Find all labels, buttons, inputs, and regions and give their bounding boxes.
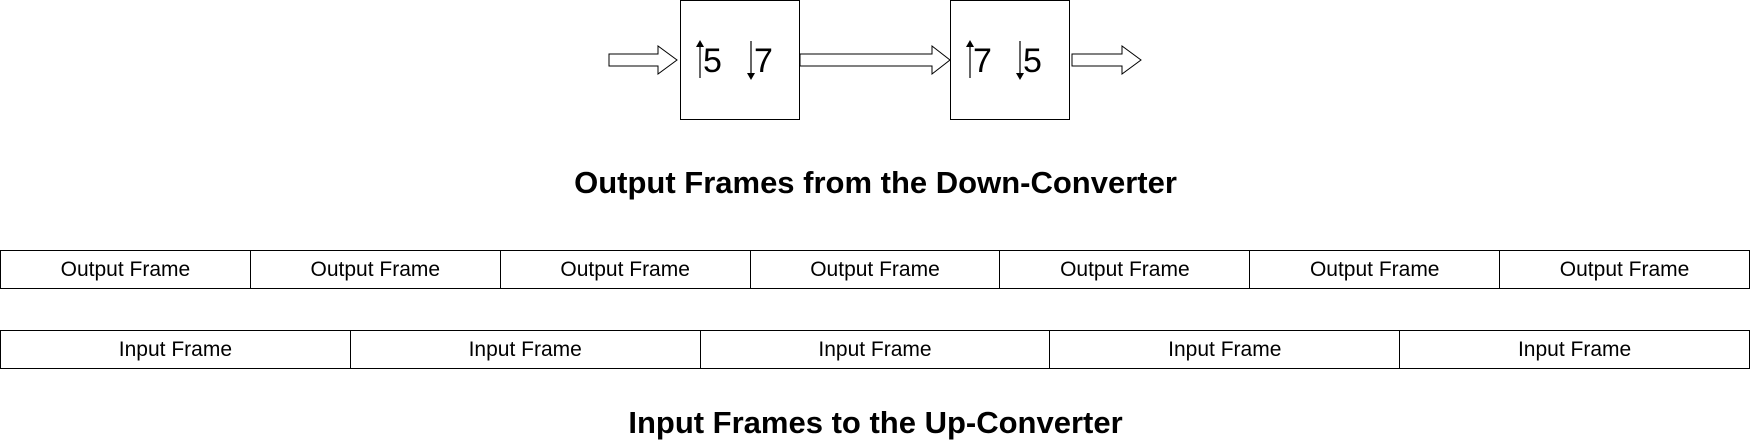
- output-frame: Output Frame: [749, 251, 1000, 288]
- output-frame: Output Frame: [999, 251, 1249, 288]
- stage-1-up-factor: 5: [703, 42, 722, 80]
- output-frame: Output Frame: [1249, 251, 1499, 288]
- input-frames-title: Input Frames to the Up-Converter: [628, 405, 1123, 440]
- output-frame: Output Frame: [60, 257, 191, 281]
- converter-block-diagram: 5 7 7 5: [608, 0, 1142, 120]
- input-frame: Input Frame: [1399, 331, 1749, 368]
- output-frame: Output Frame: [499, 251, 750, 288]
- input-frame: Input Frame: [118, 337, 232, 361]
- stage-2-down-factor: 5: [1023, 42, 1042, 80]
- stage-2-box: [950, 0, 1070, 120]
- upsample-arrow-icon: [696, 40, 704, 78]
- stage-2-up-factor: 7: [973, 42, 992, 80]
- input-frame: Input Frame: [1049, 331, 1399, 368]
- output-arrow: [1071, 45, 1142, 75]
- stage-1-box: [680, 0, 800, 120]
- downsample-arrow-icon: [1016, 41, 1024, 80]
- output-frames-title: Output Frames from the Down-Converter: [574, 165, 1177, 200]
- output-frame: Output Frame: [249, 251, 500, 288]
- input-frame: Input Frame: [349, 331, 700, 368]
- stage-1-down-factor: 7: [754, 42, 773, 80]
- input-arrow: [608, 45, 678, 75]
- input-frame: Input Frame: [699, 331, 1050, 368]
- upsample-arrow-icon: [966, 40, 974, 78]
- output-frame: Output Frame: [1499, 251, 1749, 288]
- downsample-arrow-icon: [747, 41, 755, 80]
- middle-arrow: [799, 44, 951, 76]
